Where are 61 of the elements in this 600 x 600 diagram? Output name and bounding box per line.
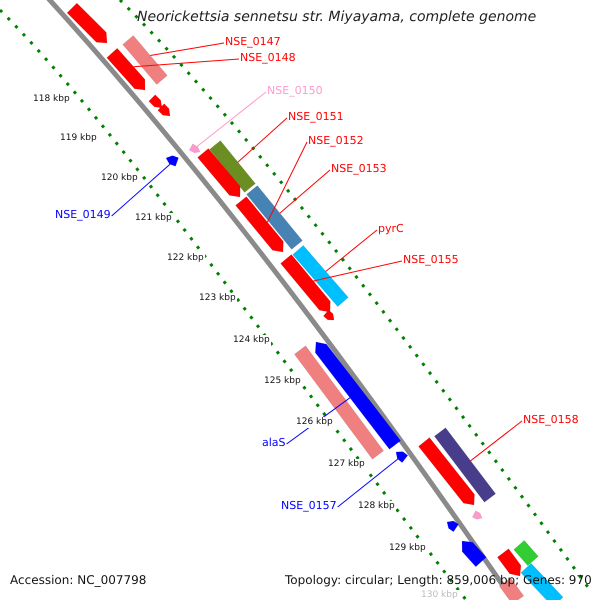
leader-line xyxy=(279,170,330,214)
gene-bar xyxy=(434,428,496,502)
gene-block xyxy=(189,144,200,154)
gene-block xyxy=(462,540,486,567)
gene-label: NSE_0157 xyxy=(281,500,337,511)
scale-label: 126 kbp xyxy=(295,417,334,428)
leader-line xyxy=(150,42,224,56)
scale-label: 119 kbp xyxy=(59,133,98,144)
gene-block xyxy=(446,520,459,532)
leader-line xyxy=(111,164,170,216)
scale-label: 124 kbp xyxy=(232,335,271,346)
leader-line xyxy=(133,58,240,68)
gene-block xyxy=(497,548,522,576)
scale-label: 127 kbp xyxy=(327,459,366,470)
gene-block xyxy=(315,342,401,450)
scale-label: 121 kbp xyxy=(134,213,173,224)
gene-bar xyxy=(292,245,349,307)
scale-label: 118 kbp xyxy=(32,94,71,105)
gene-block xyxy=(323,310,334,320)
leader-line xyxy=(237,118,288,163)
gene-block xyxy=(66,2,108,44)
gene-block xyxy=(280,254,331,312)
leader-line xyxy=(337,458,398,508)
gene-label: pyrC xyxy=(378,223,404,234)
gene-block xyxy=(148,94,162,108)
gene-block xyxy=(166,155,179,166)
gene-label: NSE_0155 xyxy=(403,254,459,265)
gene-label: NSE_0151 xyxy=(288,111,344,122)
gene-block xyxy=(396,451,408,463)
gene-block xyxy=(197,148,240,198)
leader-line xyxy=(325,230,378,272)
gene-label: NSE_0150 xyxy=(267,85,323,96)
leader-line xyxy=(196,92,266,147)
gene-block xyxy=(106,48,146,90)
leader-line xyxy=(470,420,522,462)
gene-bar xyxy=(209,140,256,193)
leader-line xyxy=(266,142,308,223)
scale-label: 128 kbp xyxy=(357,501,396,512)
gene-label: NSE_0153 xyxy=(331,163,387,174)
leader-line xyxy=(312,260,402,282)
title: Neorickettsia sennetsu str. Miyayama, complete genome xyxy=(137,10,536,24)
gene-bar xyxy=(122,35,168,85)
gene-block xyxy=(472,510,482,520)
gene-label: NSE_0158 xyxy=(523,414,579,425)
gene-label: NSE_0147 xyxy=(225,36,281,47)
gene-label: alaS xyxy=(262,437,286,448)
gene-block xyxy=(158,104,170,116)
scale-label: 125 kbp xyxy=(263,376,302,387)
scale-label: 120 kbp xyxy=(100,173,139,184)
scale-label: 130 kbp xyxy=(420,590,459,600)
gene-label: NSE_0148 xyxy=(240,52,296,63)
scale-label: 123 kbp xyxy=(198,293,237,304)
gene-bar xyxy=(246,185,303,250)
info-text: Accession: NC_007798 xyxy=(10,574,146,586)
gene-bar xyxy=(513,540,539,566)
scale-label: 129 kbp xyxy=(388,543,427,554)
gene-block xyxy=(418,437,475,506)
gene-label: NSE_0152 xyxy=(308,135,364,146)
gene-block xyxy=(235,196,284,252)
gene-label: NSE_0149 xyxy=(55,209,111,220)
scale-label: 122 kbp xyxy=(166,253,205,264)
